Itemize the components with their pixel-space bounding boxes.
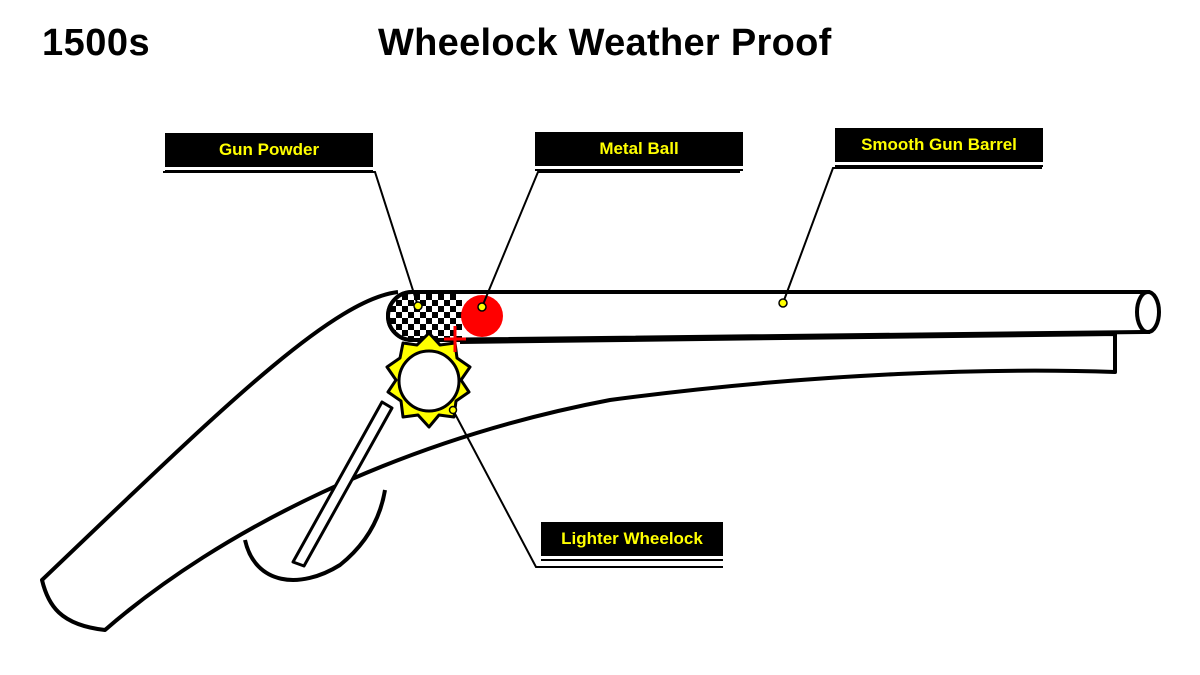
label-metal-ball: Metal Ball xyxy=(535,132,743,171)
wheelock-hub xyxy=(397,349,461,413)
leader-smooth-gun-barrel xyxy=(782,167,1042,304)
spark-icon xyxy=(444,326,466,352)
leader-metal-ball xyxy=(481,171,740,308)
pointer-dot-barrel xyxy=(778,298,788,308)
gun-powder-fill xyxy=(388,292,462,340)
gun-stock xyxy=(40,290,1117,632)
leader-gun-powder xyxy=(163,171,419,307)
era-heading: 1500s xyxy=(42,22,151,64)
metal-ball xyxy=(461,295,503,337)
leader-lighter-wheelock xyxy=(452,409,723,568)
trigger-guard xyxy=(243,489,387,582)
pointer-dot-metal-ball xyxy=(477,302,487,312)
lever-rod xyxy=(291,400,394,568)
barrel-muzzle xyxy=(1135,290,1161,334)
pointer-dot-gun-powder xyxy=(413,301,423,311)
label-gun-powder: Gun Powder xyxy=(165,133,373,172)
label-smooth-gun-barrel: Smooth Gun Barrel xyxy=(835,128,1043,167)
diagram-title: Wheelock Weather Proof xyxy=(378,22,832,64)
pointer-dot-wheelock xyxy=(448,405,458,415)
label-lighter-wheelock: Lighter Wheelock xyxy=(541,522,723,561)
